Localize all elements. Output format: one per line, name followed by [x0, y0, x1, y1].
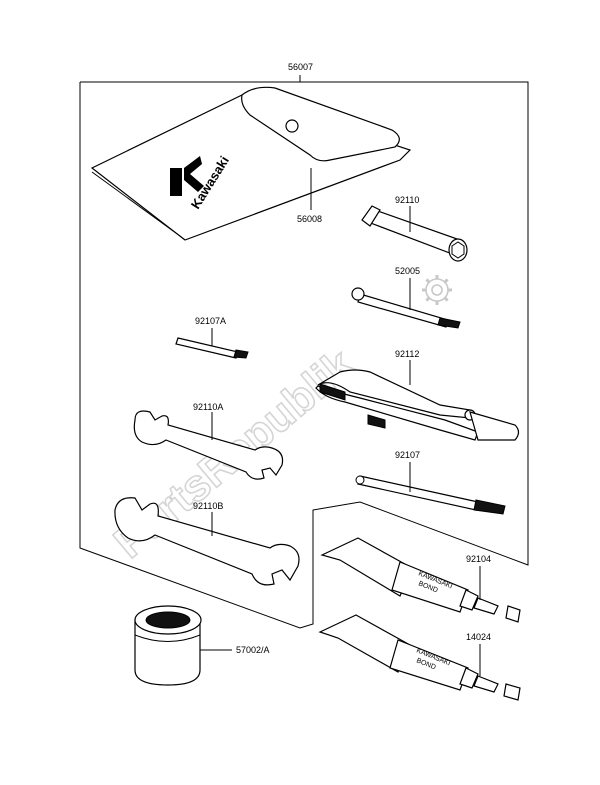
- label-14024: 14024: [466, 632, 491, 642]
- label-92110A: 92110A: [193, 402, 223, 412]
- kit-frame: [79, 75, 529, 629]
- label-52005: 52005: [395, 266, 420, 276]
- label-56008: 56008: [297, 214, 322, 224]
- tool-pouch: Kawasaki: [90, 86, 412, 241]
- label-92107A: 92107A: [195, 316, 226, 326]
- label-57002A: 57002/A: [236, 645, 270, 655]
- watermark-gear-icon: [422, 275, 452, 305]
- label-92104: 92104: [466, 554, 491, 564]
- open-end-wrench-b: [114, 497, 300, 586]
- spark-plug-wrench: [361, 205, 468, 262]
- kawasaki-logo: [170, 156, 204, 196]
- label-92112: 92112: [395, 349, 419, 359]
- label-56007: 56007: [288, 62, 313, 72]
- pliers: [315, 360, 520, 441]
- screwdriver-bit: [355, 462, 506, 515]
- label-92107: 92107: [395, 450, 420, 460]
- screwdriver-handle: [351, 278, 461, 329]
- open-end-wrench-a: [133, 410, 284, 480]
- oil-filter-can: [134, 605, 232, 686]
- screwdriver-bit-a: [175, 328, 249, 359]
- bond-tube-lower: KAWASAKI BOND: [318, 614, 521, 701]
- bond-tube-upper: KAWASAKI BOND: [320, 537, 521, 623]
- label-92110: 92110: [395, 195, 419, 205]
- label-92110B: 92110B: [193, 501, 223, 511]
